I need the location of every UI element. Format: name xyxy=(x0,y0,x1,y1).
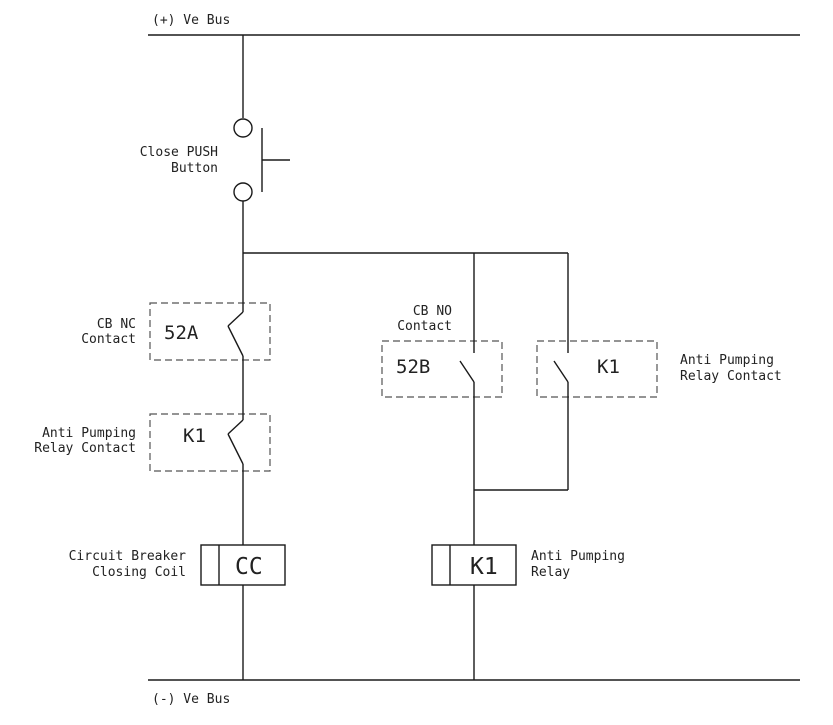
cb-nc-contact-box xyxy=(149,302,271,361)
positive-bus-label: (+) Ve Bus xyxy=(152,13,230,28)
cb-no-contact-symbol xyxy=(459,253,475,545)
anti-pump-no-label-line1: Anti Pumping xyxy=(680,353,774,368)
closing-coil-symbol xyxy=(200,544,286,680)
anti-pump-nc-label-line2: Relay Contact xyxy=(34,441,136,456)
cb-no-contact-box xyxy=(381,340,503,398)
cb-no-label-line1: CB NO xyxy=(413,304,452,319)
closing-coil-label-line2: Closing Coil xyxy=(92,565,186,580)
anti-pump-relay-label-line2: Relay xyxy=(531,565,570,580)
push-button-label-line1: Close PUSH xyxy=(140,145,218,160)
anti-pump-no-label-line2: Relay Contact xyxy=(680,369,782,384)
anti-pump-no-contact-box xyxy=(536,340,658,398)
anti-pump-relay-tag: K1 xyxy=(470,554,498,580)
cb-nc-contact-symbol xyxy=(227,253,244,413)
cb-no-label-line2: Contact xyxy=(397,319,452,334)
close-push-button-symbol xyxy=(233,35,290,253)
cb-nc-label-line1: CB NC xyxy=(97,317,136,332)
closing-coil-label-line1: Circuit Breaker xyxy=(69,549,187,564)
anti-pump-nc-label-line1: Anti Pumping xyxy=(42,426,136,441)
push-button-label-line2: Button xyxy=(171,161,218,176)
closing-coil-tag: CC xyxy=(235,554,263,580)
anti-pump-relay-coil-symbol xyxy=(431,544,517,680)
cb-nc-label-line2: Contact xyxy=(81,332,136,347)
anti-pump-no-contact-symbol xyxy=(474,253,569,491)
anti-pump-nc-tag: K1 xyxy=(183,425,206,447)
cb-no-tag: 52B xyxy=(396,356,430,378)
anti-pump-no-tag: K1 xyxy=(597,356,620,378)
cb-nc-tag: 52A xyxy=(164,322,199,344)
anti-pump-nc-contact-symbol xyxy=(227,413,244,545)
anti-pump-relay-label-line1: Anti Pumping xyxy=(531,549,625,564)
anti-pump-nc-contact-box xyxy=(149,413,271,472)
negative-bus-label: (-) Ve Bus xyxy=(152,692,230,707)
